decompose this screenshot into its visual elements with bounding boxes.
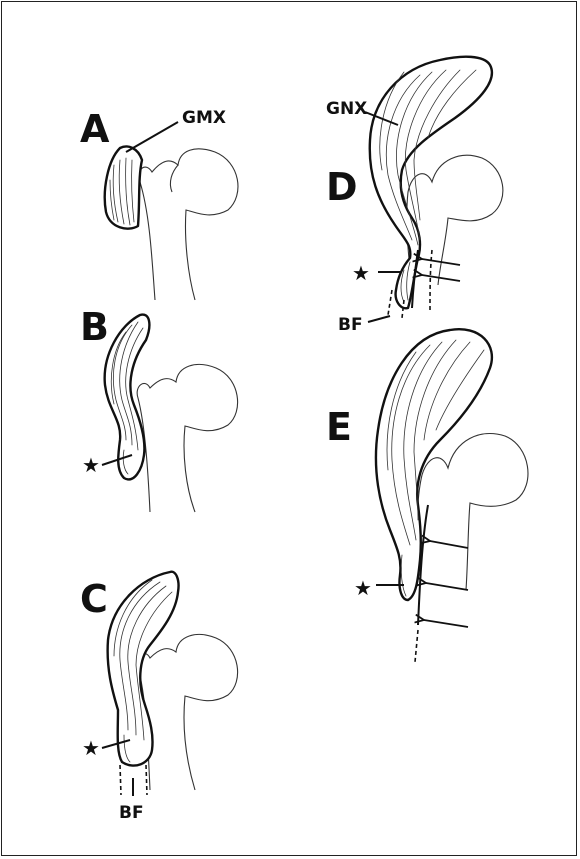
panel-a-muscle <box>105 147 142 229</box>
panel-b-bone <box>137 364 237 512</box>
panel-c: C ★ BF <box>80 572 238 823</box>
panel-d-bf-label: BF <box>338 315 363 335</box>
panel-c-bf-dash-left <box>120 765 121 795</box>
panel-d-bf-dash-left <box>388 290 392 315</box>
panel-c-bf-label: BF <box>119 803 144 823</box>
panel-d: D ★ BF <box>326 57 503 335</box>
panel-e-letter: E <box>326 405 352 449</box>
panel-d-muscle <box>370 57 492 309</box>
panel-e-divider-dash <box>415 630 418 662</box>
panel-e-bone <box>417 434 528 590</box>
panel-d-star: ★ <box>352 261 370 285</box>
panel-e: E ★ <box>326 329 528 662</box>
panel-b-muscle <box>105 315 150 480</box>
panel-e-muscle <box>376 329 492 600</box>
panel-e-star: ★ <box>354 576 372 600</box>
panel-b-star: ★ <box>82 453 100 477</box>
panel-c-letter: C <box>80 577 108 621</box>
panel-b: B ★ <box>80 305 238 512</box>
panel-c-star: ★ <box>82 736 100 760</box>
panel-a: A GMX <box>80 107 238 300</box>
panel-b-letter: B <box>80 305 109 349</box>
panel-a-letter: A <box>80 107 110 151</box>
panel-c-bf-dash-right <box>146 765 147 795</box>
panel-d-arrow-2 <box>422 275 460 281</box>
panel-e-arrow-2 <box>426 583 468 590</box>
panel-d-letter: D <box>326 165 358 209</box>
panel-d-bf-leader <box>368 316 390 322</box>
panel-c-muscle <box>108 572 179 766</box>
panel-d-gnx-label: GNX <box>326 99 367 119</box>
panel-c-bone <box>137 634 237 790</box>
panel-e-arrow-3 <box>424 620 468 627</box>
panel-a-bone <box>139 149 238 300</box>
panel-a-gmx-label: GMX <box>182 108 226 128</box>
panel-e-arrow-1 <box>430 541 468 548</box>
panel-a-leader <box>126 122 178 152</box>
panel-d-bone <box>407 155 503 285</box>
panel-d-bone-dash <box>430 250 432 310</box>
